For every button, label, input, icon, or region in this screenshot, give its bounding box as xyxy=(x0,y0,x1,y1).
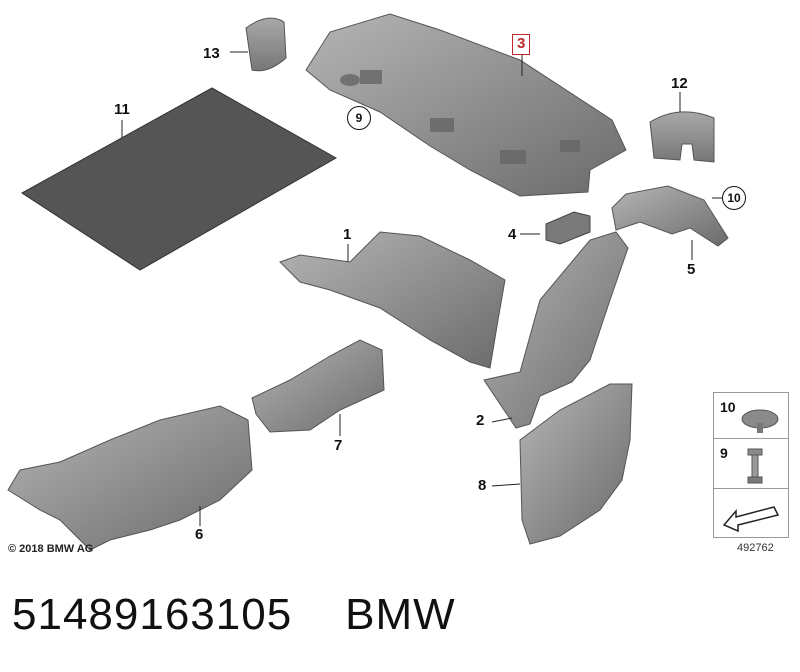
part-6-insulation xyxy=(7,405,253,551)
legend-label-9: 9 xyxy=(720,445,728,461)
rivet-icon xyxy=(747,448,763,484)
callout-1: 1 xyxy=(343,226,352,243)
callout-5: 5 xyxy=(687,261,696,278)
direction-arrow-icon xyxy=(722,506,780,533)
legend-row-9: 9 xyxy=(714,439,788,489)
fastener-legend: 10 9 xyxy=(713,392,789,538)
part-2-pillar-insulation xyxy=(483,231,629,429)
part-8-panel-insulation xyxy=(519,383,633,545)
callout-10: 10 xyxy=(722,186,746,210)
diagram-id: 492762 xyxy=(737,542,774,554)
callout-12: 12 xyxy=(671,75,688,92)
callout-6: 6 xyxy=(195,526,204,543)
part-1-dash-insulation xyxy=(279,231,506,369)
clip-icon xyxy=(741,409,779,433)
part-3-floor-insulation xyxy=(305,13,627,197)
part-12-pad xyxy=(649,111,715,163)
brand-name: BMW xyxy=(345,590,456,639)
part-caption: 51489163105 BMW xyxy=(12,590,456,640)
legend-row-10: 10 xyxy=(714,393,788,439)
part-11-mat xyxy=(21,87,338,271)
part-4-block xyxy=(545,211,591,245)
copyright: © 2018 BMW AG xyxy=(8,543,94,555)
legend-label-10: 10 xyxy=(720,399,736,415)
callout-9: 9 xyxy=(347,106,371,130)
part-number: 51489163105 xyxy=(12,590,293,639)
callout-2: 2 xyxy=(476,412,485,429)
callout-13: 13 xyxy=(203,45,220,62)
part-13-pad xyxy=(245,17,287,72)
part-7-tunnel-cover xyxy=(251,339,385,433)
callout-8: 8 xyxy=(478,477,487,494)
callout-4: 4 xyxy=(508,226,517,243)
legend-row-arrow xyxy=(714,489,788,537)
part-5-insulation xyxy=(611,185,729,247)
callout-7: 7 xyxy=(334,437,343,454)
callout-3: 3 xyxy=(512,34,531,55)
callout-11: 11 xyxy=(114,101,130,118)
